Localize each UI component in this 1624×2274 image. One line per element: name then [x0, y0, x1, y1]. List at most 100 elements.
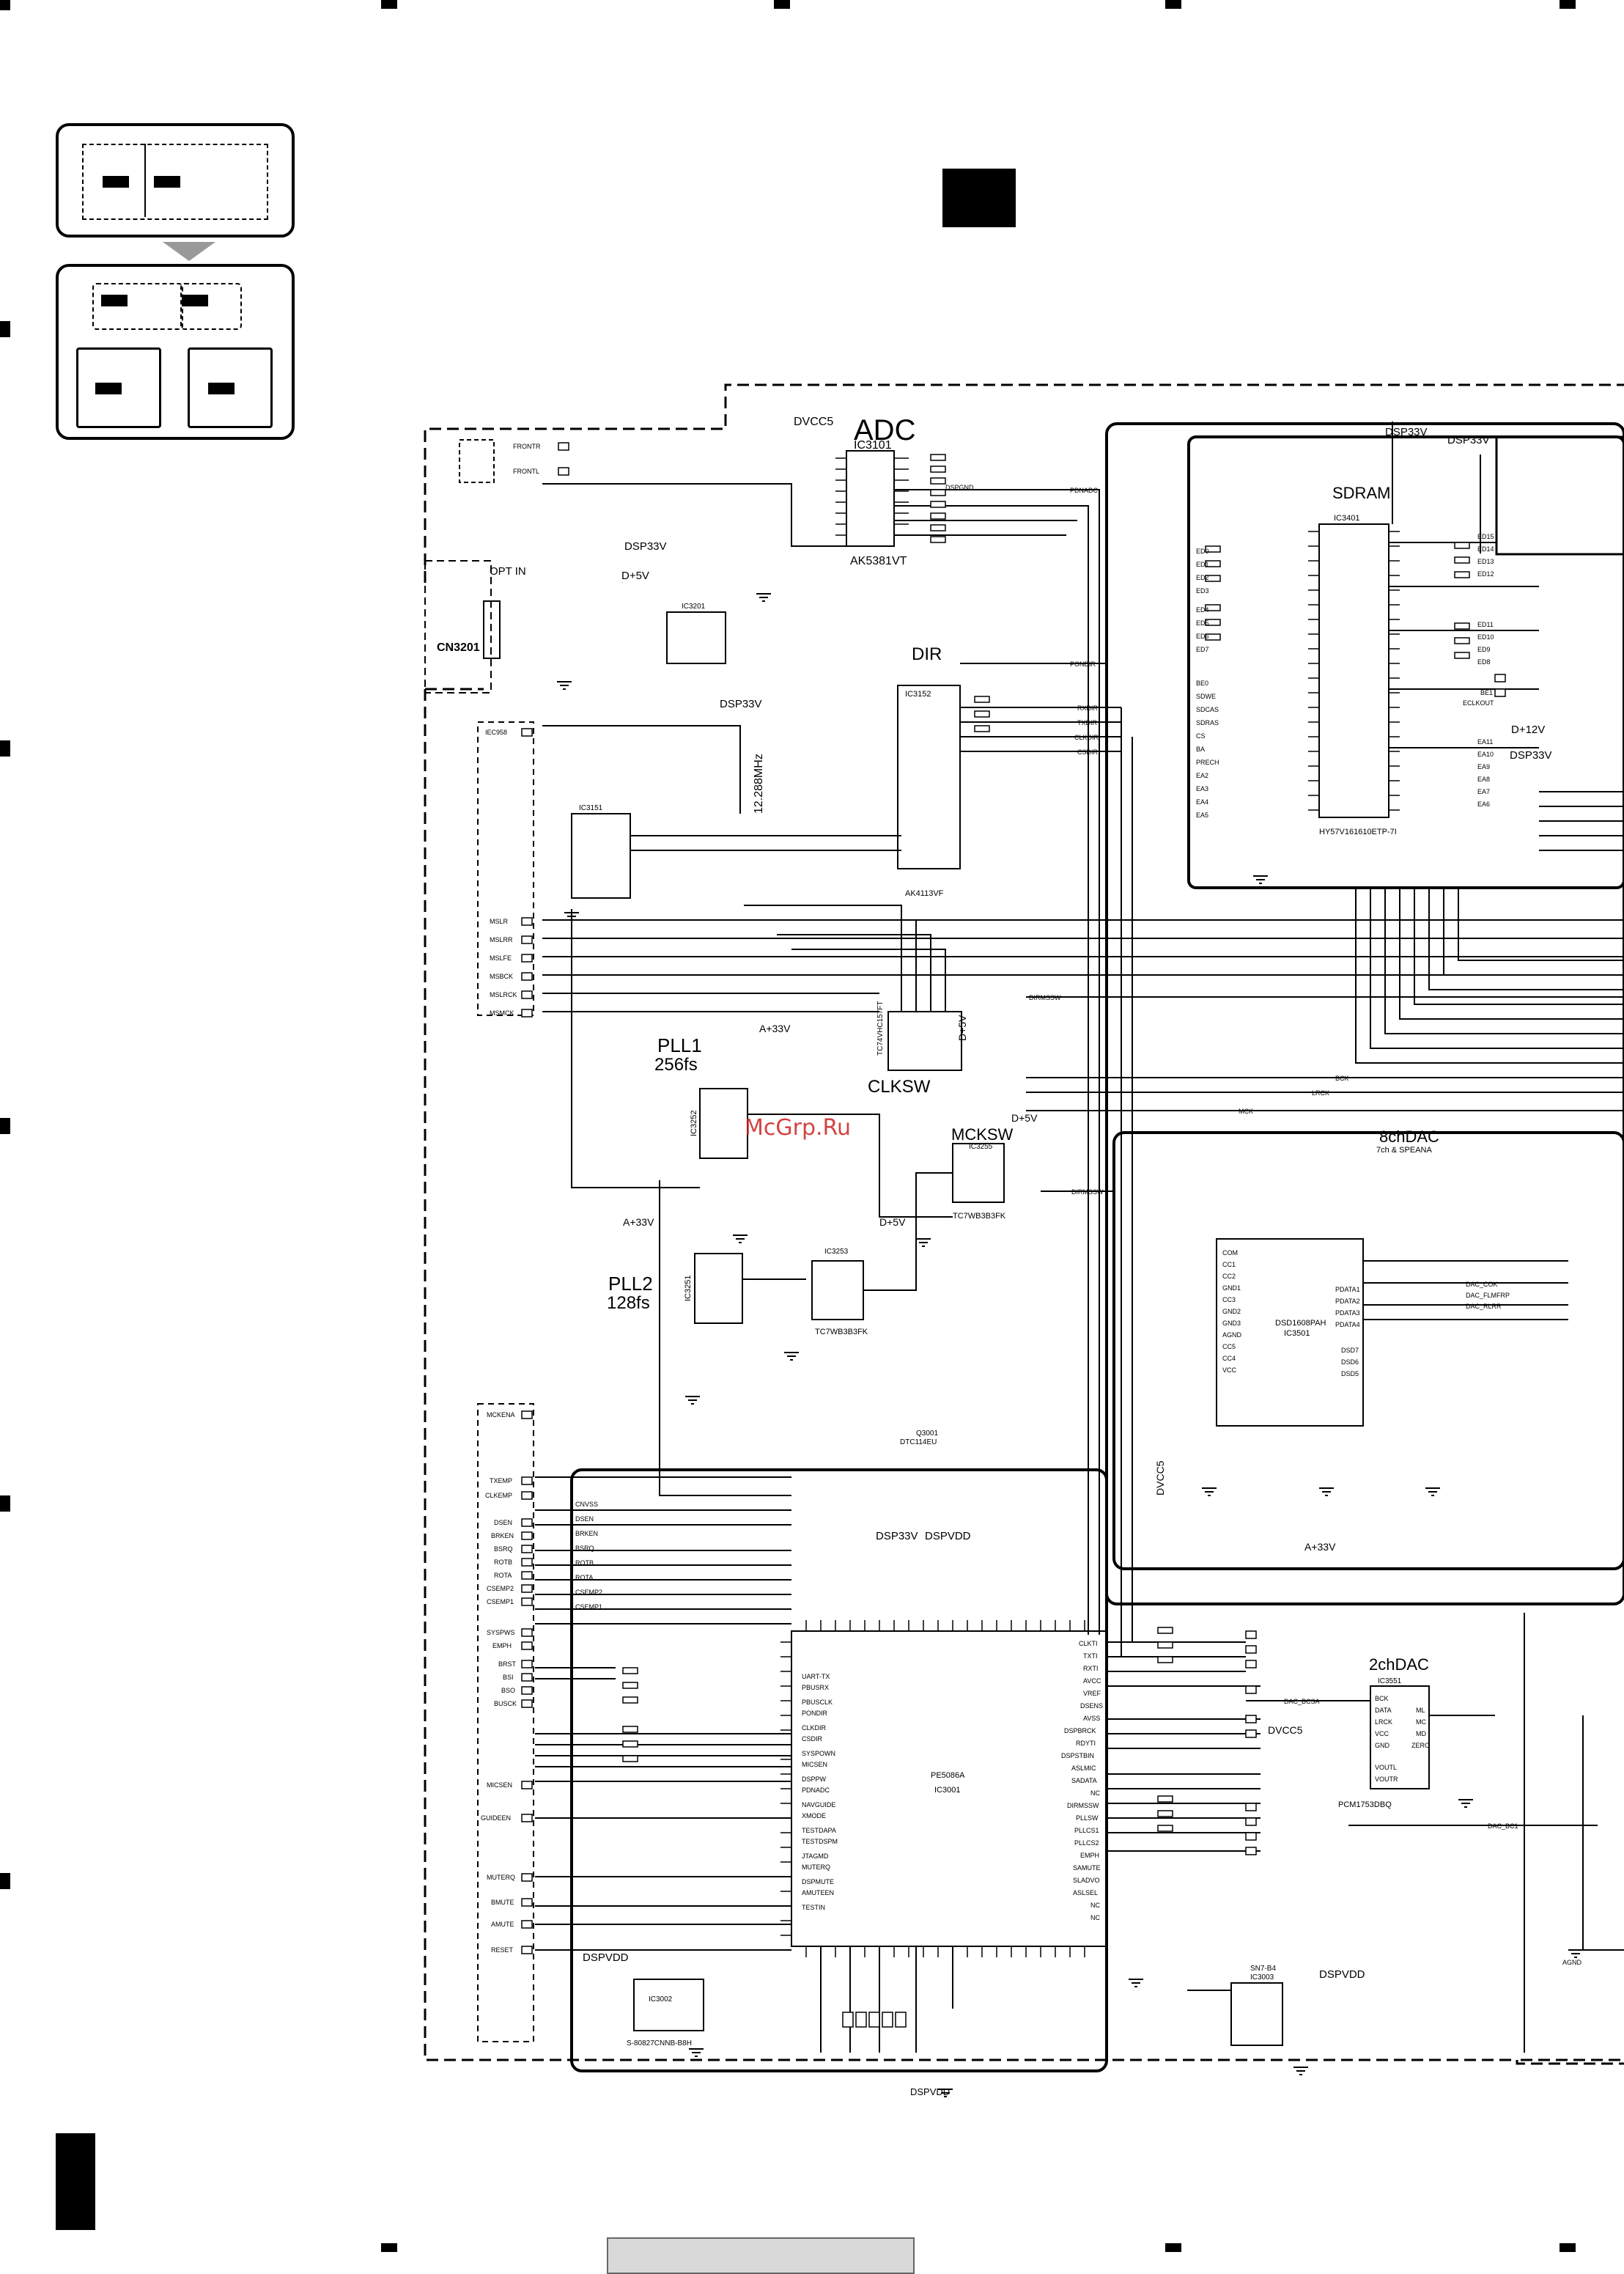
- dsp-signal-emph: EMPH: [492, 1642, 512, 1649]
- dsp-pin-micsen: MICSEN: [802, 1761, 827, 1768]
- sheet-locator-mark-left: [103, 176, 129, 188]
- registration-mark: [0, 1118, 10, 1134]
- dsp-pin-bsrq: BSRQ: [575, 1545, 594, 1552]
- sdram-lpin-18: EA5: [1196, 812, 1208, 819]
- sdram-rpin-8: BE1: [1480, 689, 1493, 696]
- dsp-rpin-15: PLLCS1: [1074, 1827, 1099, 1834]
- dac8-pin-17: DSD5: [1341, 1370, 1359, 1377]
- sdram-lpin-2: ED2: [1196, 574, 1209, 581]
- mcksw-title: MCKSW: [951, 1125, 1014, 1144]
- sdram-rpin-1: ED14: [1477, 545, 1494, 553]
- signal-mslrck: MSLRCK: [490, 991, 517, 998]
- sdram-part-label: HY57V161610ETP-7I: [1319, 828, 1397, 836]
- dsp-pin-testdapa: TESTDAPA: [802, 1827, 836, 1834]
- pll2-title: PLL2: [608, 1273, 653, 1295]
- dsp-rpin-6: AVSS: [1083, 1715, 1100, 1722]
- dsp-rpin-9: DSPSTBIN: [1061, 1752, 1094, 1759]
- dsp-rpin-4: VREF: [1083, 1690, 1101, 1697]
- dsp33v-label: DSP33V: [624, 540, 667, 553]
- dsp-signal-txemp: TXEMP: [490, 1477, 512, 1484]
- sdram-lpin-13: BA: [1196, 746, 1205, 753]
- sdram-rpin-3: ED12: [1477, 570, 1494, 578]
- pll1-ic: IC3252: [690, 1111, 698, 1136]
- dsp-pin-csemp2: CSEMP2: [575, 1589, 602, 1596]
- ic3253-supply: D+5V: [879, 1216, 906, 1228]
- page-right-icon: [188, 347, 273, 428]
- sdram-lpin-12: CS: [1196, 732, 1206, 740]
- dsp-rpin-19: SLADVO: [1073, 1877, 1100, 1884]
- dac8-ic: IC3501: [1284, 1329, 1310, 1338]
- sheet-locator-divider: [144, 144, 146, 217]
- page-left-mark: [95, 383, 122, 394]
- sheet-split-mark: [182, 295, 208, 306]
- dsp-signal-rotb: ROTB: [494, 1559, 512, 1566]
- adc-supply-label: DVCC5: [794, 416, 833, 428]
- registration-mark: [0, 321, 10, 337]
- q3001-label: Q3001: [916, 1429, 938, 1438]
- dsp-pin-rotb: ROTB: [575, 1559, 594, 1567]
- net-pondir: PONDIR: [1070, 661, 1096, 668]
- page-id-block-bottom: [56, 2133, 95, 2230]
- registration-mark: [0, 740, 10, 757]
- dsp-pin-testin: TESTIN: [802, 1904, 825, 1911]
- adc-ic-label: IC3101: [854, 439, 892, 452]
- dac8-part: DSD1608PAH: [1275, 1319, 1326, 1328]
- net-mssw: DIRMSSW: [1071, 1188, 1104, 1196]
- dac8-pin-10: VCC: [1222, 1366, 1237, 1374]
- dsp-rpin-21: NC: [1090, 1902, 1100, 1909]
- net-a33v: A+33V: [1304, 1541, 1336, 1553]
- sdram-title: SDRAM: [1332, 484, 1390, 502]
- sdram-lpin-8: BE0: [1196, 680, 1208, 687]
- dsp-rpin-0: CLKTI: [1079, 1640, 1098, 1647]
- sdram-lpin-4: ED4: [1196, 606, 1209, 614]
- pll1-title: PLL1: [657, 1034, 702, 1056]
- dsp-pin-jtagmd: JTAGMD: [802, 1852, 829, 1860]
- sdram-rpin-15: EA6: [1477, 801, 1490, 808]
- mcksw-ic: IC3255: [969, 1143, 993, 1151]
- ic3151-ic: IC3151: [579, 804, 603, 812]
- dsp-pin-pbusrx: PBUSRX: [802, 1684, 829, 1691]
- dac8-pin-8: CC5: [1222, 1343, 1236, 1350]
- dac8-pin-11: PDATA1: [1335, 1286, 1360, 1293]
- dsp-pin-navguide: NAVGUIDE: [802, 1801, 835, 1808]
- dsp-signal-syspws: SYSPWS: [487, 1629, 515, 1636]
- sdram-rpin-12: EA9: [1477, 763, 1490, 770]
- dac8-pin-4: CC3: [1222, 1296, 1236, 1303]
- ic3003-ic: IC3003: [1250, 1973, 1274, 1982]
- net-txdir: TXDIR: [1077, 719, 1098, 726]
- dac8-pin-14: PDATA4: [1335, 1321, 1360, 1328]
- adc-part-label: AK5381VT: [850, 555, 907, 567]
- dsp-pin-brken: BRKEN: [575, 1530, 598, 1537]
- dsp-signal-busck: BUSCK: [494, 1700, 517, 1707]
- registration-mark: [774, 0, 790, 9]
- sdram-lpin-15: EA2: [1196, 772, 1208, 779]
- dir-supply-label: DSP33V: [720, 698, 762, 710]
- sdram-lpin-3: ED3: [1196, 587, 1209, 595]
- net-dirmssw: DIRMSSW: [1029, 994, 1061, 1001]
- q3001-part: DTC114EU: [900, 1438, 937, 1446]
- dsp-rpin-11: SADATA: [1071, 1777, 1097, 1784]
- cn3201-label: CN3201: [437, 641, 480, 654]
- sdram-rpin-13: EA8: [1477, 776, 1490, 783]
- dac8-pin-3: GND1: [1222, 1284, 1241, 1292]
- dsp-rpin-5: DSENS: [1080, 1702, 1103, 1710]
- dsp-signal-brken: BRKEN: [491, 1532, 514, 1539]
- net-dac-bcsa: DAC_BCSA: [1284, 1698, 1320, 1705]
- signal-mslrr: MSLRR: [490, 936, 513, 943]
- sdram-lpin-10: SDCAS: [1196, 706, 1219, 713]
- dac2-supply: DVCC5: [1268, 1724, 1303, 1736]
- dsp-rpin-10: ASLMIC: [1071, 1765, 1096, 1772]
- dsp-signal-reset: RESET: [491, 1946, 514, 1954]
- dac2-pin-5: VOUTL: [1375, 1764, 1397, 1771]
- dac8-pin-7: AGND: [1222, 1331, 1242, 1339]
- dsp-rpin-7: DSPBRCK: [1064, 1727, 1096, 1734]
- sdram-lpin-6: ED6: [1196, 633, 1209, 640]
- ic3253-part: TC7WB3B3FK: [815, 1328, 868, 1336]
- registration-mark: [1165, 2243, 1181, 2252]
- dac8-pin-6: GND3: [1222, 1320, 1241, 1327]
- dsp-rpin-14: PLLSW: [1076, 1814, 1099, 1822]
- signal-iec958: IEC958: [485, 729, 507, 736]
- sdram-rpin-14: EA7: [1477, 788, 1490, 795]
- dac2-pin-8: MC: [1416, 1718, 1426, 1726]
- registration-mark: [0, 0, 10, 10]
